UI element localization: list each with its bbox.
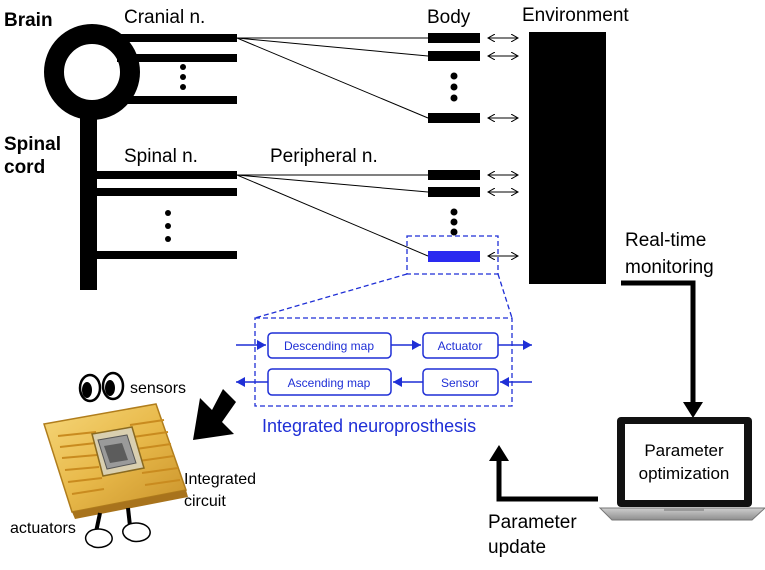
body-environment-arrows — [488, 38, 518, 256]
integrated-circuit-label-2: circuit — [184, 493, 226, 510]
sensors-label: sensors — [130, 380, 186, 397]
actuators-label: actuators — [10, 520, 76, 537]
ascending-map-label: Ascending map — [288, 376, 371, 390]
body-label: Body — [427, 7, 471, 28]
param-update-label-1: Parameter — [488, 512, 577, 533]
spinal-nerve-label: Spinal n. — [124, 146, 198, 167]
sensor-eyes-icon — [78, 371, 125, 403]
spinal-cord-trunk — [80, 104, 97, 290]
spinal-cord-label-1: Spinal — [4, 134, 61, 155]
actuator-label: Actuator — [438, 339, 483, 353]
spinal-nerve-branches — [97, 171, 237, 259]
descending-map-block: Descending map — [267, 332, 392, 359]
environment-label: Environment — [522, 5, 629, 26]
peripheral-nerve-label: Peripheral n. — [270, 146, 378, 167]
spinal-cord-label-2: cord — [4, 157, 45, 178]
laptop-screen-line1: Parameter — [644, 441, 724, 460]
realtime-label-1: Real-time — [625, 230, 706, 251]
zoom-indicator — [254, 235, 513, 319]
actuator-block: Actuator — [422, 332, 499, 359]
sensor-label: Sensor — [441, 376, 479, 390]
integrated-circuit-label-1: Integrated — [184, 471, 256, 488]
descending-map-label: Descending map — [284, 339, 374, 353]
body-segments — [428, 33, 480, 236]
monitoring-arrow — [621, 280, 696, 402]
peripheral-fibers — [236, 174, 429, 257]
signal-flow-arrows — [236, 340, 532, 387]
laptop-icon: Parameter optimization — [598, 417, 765, 521]
param-update-label-2: update — [488, 537, 546, 558]
brain-label: Brain — [4, 10, 53, 31]
highlighted-body-segment — [428, 251, 480, 262]
environment-block — [529, 32, 606, 284]
ascending-map-block: Ascending map — [267, 368, 392, 396]
update-arrow-head — [489, 445, 509, 461]
neuroprosthesis-title: Integrated neuroprosthesis — [262, 416, 476, 436]
sensor-block: Sensor — [422, 368, 499, 396]
cranial-nerve-label: Cranial n. — [124, 7, 205, 28]
neuroprosthesis-box — [254, 317, 513, 407]
monitoring-arrow-head — [683, 402, 703, 418]
actuator-legs-icon — [84, 507, 151, 549]
chip-pointer-arrow — [193, 389, 236, 440]
cranial-fibers — [236, 37, 429, 119]
realtime-label-2: monitoring — [625, 257, 714, 278]
integrated-circuit-chip — [43, 371, 188, 549]
cranial-nerve-branches — [97, 34, 237, 104]
update-arrow — [496, 461, 598, 502]
laptop-screen-line2: optimization — [639, 464, 730, 483]
